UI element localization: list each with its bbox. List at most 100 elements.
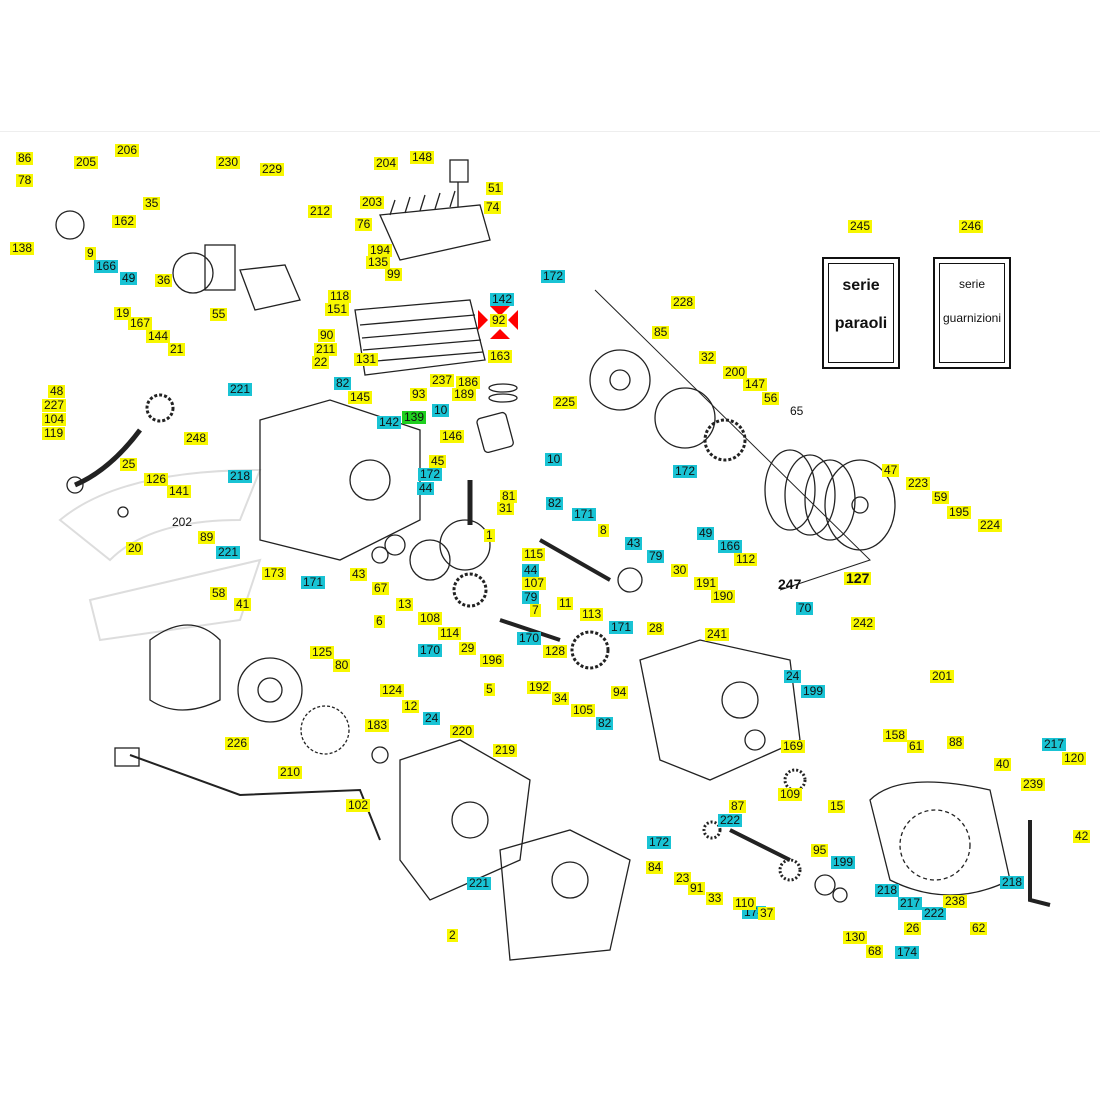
part-label[interactable]: 62 bbox=[970, 921, 988, 935]
part-label[interactable]: 79 bbox=[647, 549, 665, 563]
part-label[interactable]: 12 bbox=[402, 699, 420, 713]
part-label[interactable]: 221 bbox=[216, 545, 241, 559]
part-label[interactable]: 33 bbox=[706, 891, 724, 905]
part-label[interactable]: 210 bbox=[278, 765, 303, 779]
part-label[interactable]: 94 bbox=[611, 685, 629, 699]
part-label[interactable]: 202 bbox=[172, 515, 193, 529]
part-label[interactable]: 172 bbox=[418, 467, 443, 481]
part-label[interactable]: 218 bbox=[228, 469, 253, 483]
part-label[interactable]: 68 bbox=[866, 944, 884, 958]
part-label[interactable]: 32 bbox=[699, 350, 717, 364]
part-label[interactable]: 242 bbox=[851, 616, 876, 630]
part-label[interactable]: 147 bbox=[743, 377, 768, 391]
part-label[interactable]: 169 bbox=[781, 739, 806, 753]
part-label[interactable]: 205 bbox=[74, 155, 99, 169]
part-label[interactable]: 104 bbox=[42, 412, 67, 426]
part-label[interactable]: 10 bbox=[545, 452, 563, 466]
part-label[interactable]: 192 bbox=[527, 680, 552, 694]
part-label[interactable]: 49 bbox=[120, 271, 138, 285]
part-label[interactable]: 30 bbox=[671, 563, 689, 577]
part-label[interactable]: 24 bbox=[423, 711, 441, 725]
part-label[interactable]: 183 bbox=[365, 718, 390, 732]
part-label[interactable]: 206 bbox=[115, 143, 140, 157]
part-label[interactable]: 42 bbox=[1073, 829, 1091, 843]
part-label[interactable]: 49 bbox=[697, 526, 715, 540]
part-label[interactable]: 81 bbox=[500, 489, 518, 503]
part-label[interactable]: 82 bbox=[334, 376, 352, 390]
part-label[interactable]: 166 bbox=[94, 259, 119, 273]
part-label[interactable]: 171 bbox=[301, 575, 326, 589]
part-label[interactable]: 125 bbox=[310, 645, 335, 659]
part-label[interactable]: 1 bbox=[484, 528, 495, 542]
part-label[interactable]: 23 bbox=[674, 871, 692, 885]
part-label-gasket-kit[interactable]: 246 bbox=[959, 219, 984, 233]
part-label[interactable]: 226 bbox=[225, 736, 250, 750]
part-label[interactable]: 44 bbox=[417, 481, 435, 495]
part-label[interactable]: 118 bbox=[328, 289, 352, 303]
part-label[interactable]: 151 bbox=[325, 302, 350, 316]
part-label[interactable]: 141 bbox=[167, 484, 192, 498]
part-label[interactable]: 225 bbox=[553, 395, 578, 409]
part-label[interactable]: 113 bbox=[580, 607, 604, 621]
part-label[interactable]: 217 bbox=[1042, 737, 1067, 751]
part-label[interactable]: 92 bbox=[490, 313, 508, 327]
part-label[interactable]: 43 bbox=[625, 536, 643, 550]
part-label[interactable]: 48 bbox=[48, 384, 66, 398]
part-label[interactable]: 204 bbox=[374, 156, 399, 170]
part-label[interactable]: 79 bbox=[522, 590, 540, 604]
part-label[interactable]: 5 bbox=[484, 682, 495, 696]
part-label[interactable]: 110 bbox=[733, 896, 757, 910]
part-label[interactable]: 196 bbox=[480, 653, 505, 667]
part-label[interactable]: 195 bbox=[947, 505, 972, 519]
part-label[interactable]: 172 bbox=[673, 464, 698, 478]
part-label[interactable]: 112 bbox=[734, 552, 758, 566]
part-label[interactable]: 238 bbox=[943, 894, 968, 908]
part-label[interactable]: 91 bbox=[688, 881, 706, 895]
part-label[interactable]: 173 bbox=[262, 566, 287, 580]
part-label[interactable]: 229 bbox=[260, 162, 285, 176]
part-label[interactable]: 93 bbox=[410, 387, 428, 401]
part-label[interactable]: 218 bbox=[1000, 875, 1025, 889]
part-label[interactable]: 51 bbox=[486, 181, 504, 195]
part-label[interactable]: 146 bbox=[440, 429, 465, 443]
part-label[interactable]: 144 bbox=[146, 329, 171, 343]
part-label[interactable]: 201 bbox=[930, 669, 955, 683]
part-label[interactable]: 88 bbox=[947, 735, 965, 749]
part-label[interactable]: 89 bbox=[198, 530, 216, 544]
part-label[interactable]: 114 bbox=[438, 626, 462, 640]
part-label[interactable]: 222 bbox=[718, 813, 743, 827]
part-label[interactable]: 217 bbox=[898, 896, 923, 910]
part-label[interactable]: 26 bbox=[904, 921, 922, 935]
part-label[interactable]: 174 bbox=[895, 945, 920, 959]
part-label[interactable]: 44 bbox=[522, 563, 540, 577]
part-label[interactable]: 82 bbox=[596, 716, 614, 730]
part-label[interactable]: 9 bbox=[85, 246, 96, 260]
part-label[interactable]: 108 bbox=[418, 611, 443, 625]
part-label[interactable]: 138 bbox=[10, 241, 35, 255]
part-label[interactable]: 84 bbox=[646, 860, 664, 874]
part-label[interactable]: 221 bbox=[228, 382, 253, 396]
part-label[interactable]: 56 bbox=[762, 391, 780, 405]
part-label[interactable]: 189 bbox=[452, 387, 477, 401]
part-label[interactable]: 228 bbox=[671, 295, 696, 309]
part-label[interactable]: 21 bbox=[168, 342, 186, 356]
part-label[interactable]: 6 bbox=[374, 614, 385, 628]
part-label[interactable]: 218 bbox=[875, 883, 900, 897]
part-label[interactable]: 128 bbox=[543, 644, 568, 658]
part-label[interactable]: 167 bbox=[128, 316, 153, 330]
part-label[interactable]: 199 bbox=[801, 684, 826, 698]
part-label[interactable]: 120 bbox=[1062, 751, 1087, 765]
part-label[interactable]: 8 bbox=[598, 523, 609, 537]
part-label[interactable]: 15 bbox=[828, 799, 846, 813]
part-label[interactable]: 22 bbox=[312, 355, 330, 369]
part-label[interactable]: 65 bbox=[790, 404, 804, 418]
part-label[interactable]: 25 bbox=[120, 457, 138, 471]
part-label[interactable]: 45 bbox=[429, 454, 447, 468]
part-label[interactable]: 11 bbox=[557, 596, 574, 610]
part-label[interactable]: 190 bbox=[711, 589, 736, 603]
part-label[interactable]: 220 bbox=[450, 724, 475, 738]
part-label[interactable]: 29 bbox=[459, 641, 477, 655]
part-label[interactable]: 237 bbox=[430, 373, 455, 387]
part-label[interactable]: 247 bbox=[778, 576, 802, 592]
part-label[interactable]: 7 bbox=[530, 603, 541, 617]
